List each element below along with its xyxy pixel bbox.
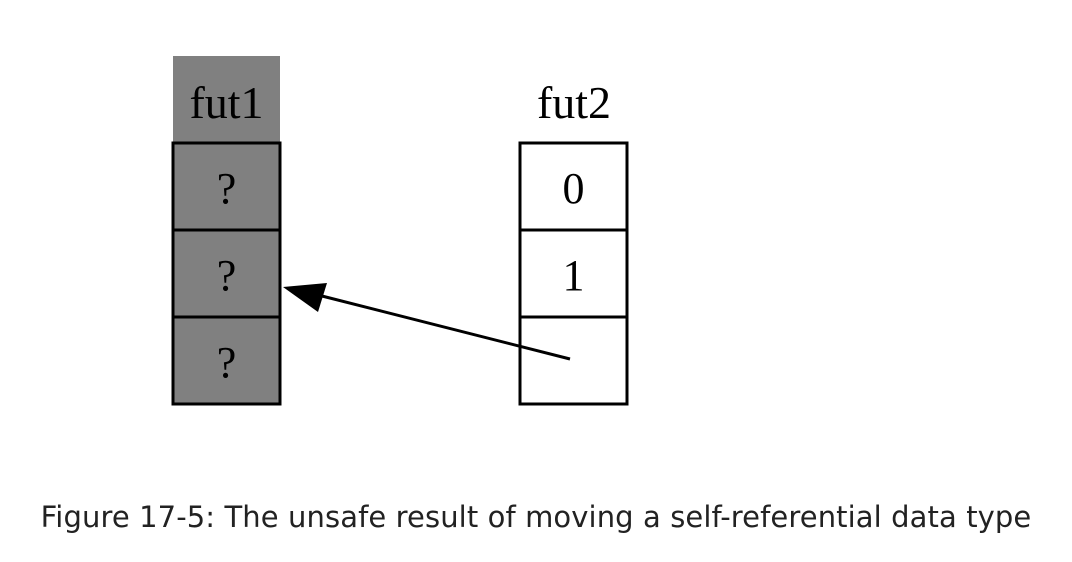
pointer-arrow bbox=[283, 283, 571, 361]
pointer-arrow-line bbox=[317, 293, 571, 361]
fut1-cell-0-value: ? bbox=[217, 164, 237, 213]
fut1-header bbox=[173, 56, 280, 142]
fut1-cell-1 bbox=[171, 228, 282, 319]
fut2-cell-1-value: 1 bbox=[563, 251, 585, 300]
fut2-label: fut2 bbox=[537, 77, 611, 128]
fut2-struct: fut2 0 1 bbox=[518, 77, 629, 406]
pointer-arrowhead bbox=[283, 283, 327, 312]
fut2-cell-0-value: 0 bbox=[563, 164, 585, 213]
fut1-cell-2-value: ? bbox=[217, 338, 237, 387]
fut1-cell-0 bbox=[171, 141, 282, 232]
fut1-struct: fut1 ? ? ? bbox=[171, 56, 282, 406]
figure-caption: Figure 17-5: The unsafe result of moving… bbox=[40, 500, 1032, 534]
fut1-cell-1-value: ? bbox=[217, 251, 237, 300]
fut1-label: fut1 bbox=[189, 77, 263, 128]
diagram: fut1 ? ? ? fut2 0 1 bbox=[171, 56, 629, 406]
fut2-cell-2 bbox=[518, 315, 629, 406]
fut1-cell-2 bbox=[171, 315, 282, 406]
